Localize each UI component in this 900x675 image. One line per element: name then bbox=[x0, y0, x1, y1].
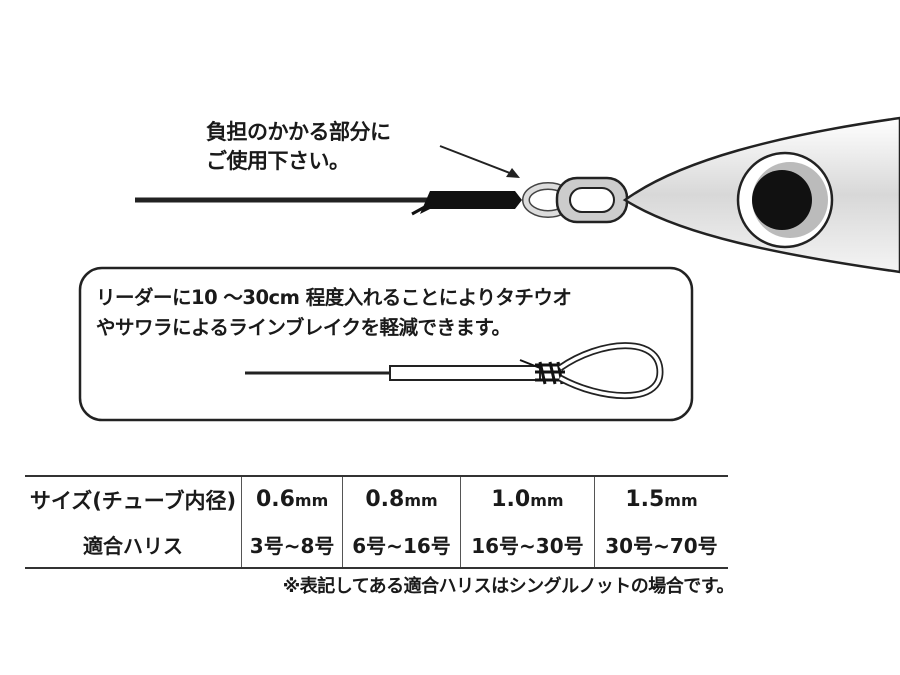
size-cell: 1.0mm bbox=[459, 475, 595, 522]
footnote: ※表記してある適合ハリスはシングルノットの場合です。 bbox=[282, 576, 735, 597]
size-cell: 1.5mm bbox=[593, 475, 728, 522]
info-box bbox=[78, 266, 694, 422]
table-row: 適合ハリス 3号~8号 6号~16号 16号~30号 30号~70号 bbox=[25, 522, 728, 569]
lure-rig-diagram bbox=[135, 116, 900, 274]
tube-diagram bbox=[245, 342, 664, 400]
info-line-2: やサワラによるラインブレイクを軽減できます。 bbox=[96, 316, 511, 339]
tube-sleeve bbox=[420, 191, 522, 214]
size-cell: 0.8mm bbox=[342, 475, 461, 522]
usage-callout: 負担のかかる部分に ご使用下さい。 bbox=[206, 118, 391, 176]
size-cell: 0.6mm bbox=[240, 475, 343, 522]
leader-cell: 30号~70号 bbox=[593, 522, 728, 569]
table-row: サイズ(チューブ内径) 0.6mm 0.8mm 1.0mm 1.5mm bbox=[25, 475, 728, 522]
leader-header: 適合ハリス bbox=[25, 522, 242, 569]
info-line-1: リーダーに10 〜30cm 程度入れることによりタチウオ bbox=[96, 286, 572, 309]
size-header: サイズ(チューブ内径) bbox=[25, 475, 242, 522]
callout-line-1: 負担のかかる部分に bbox=[206, 120, 391, 144]
leader-cell: 6号~16号 bbox=[342, 522, 461, 569]
size-table: サイズ(チューブ内径) 0.6mm 0.8mm 1.0mm 1.5mm 適合ハリ… bbox=[25, 475, 728, 569]
leader-cell: 16号~30号 bbox=[459, 522, 595, 569]
info-text: リーダーに10 〜30cm 程度入れることによりタチウオ やサワラによるラインブ… bbox=[96, 283, 572, 343]
leader-cell: 3号~8号 bbox=[240, 522, 343, 569]
callout-line-2: ご使用下さい。 bbox=[206, 149, 350, 173]
arrow-icon bbox=[439, 145, 516, 176]
